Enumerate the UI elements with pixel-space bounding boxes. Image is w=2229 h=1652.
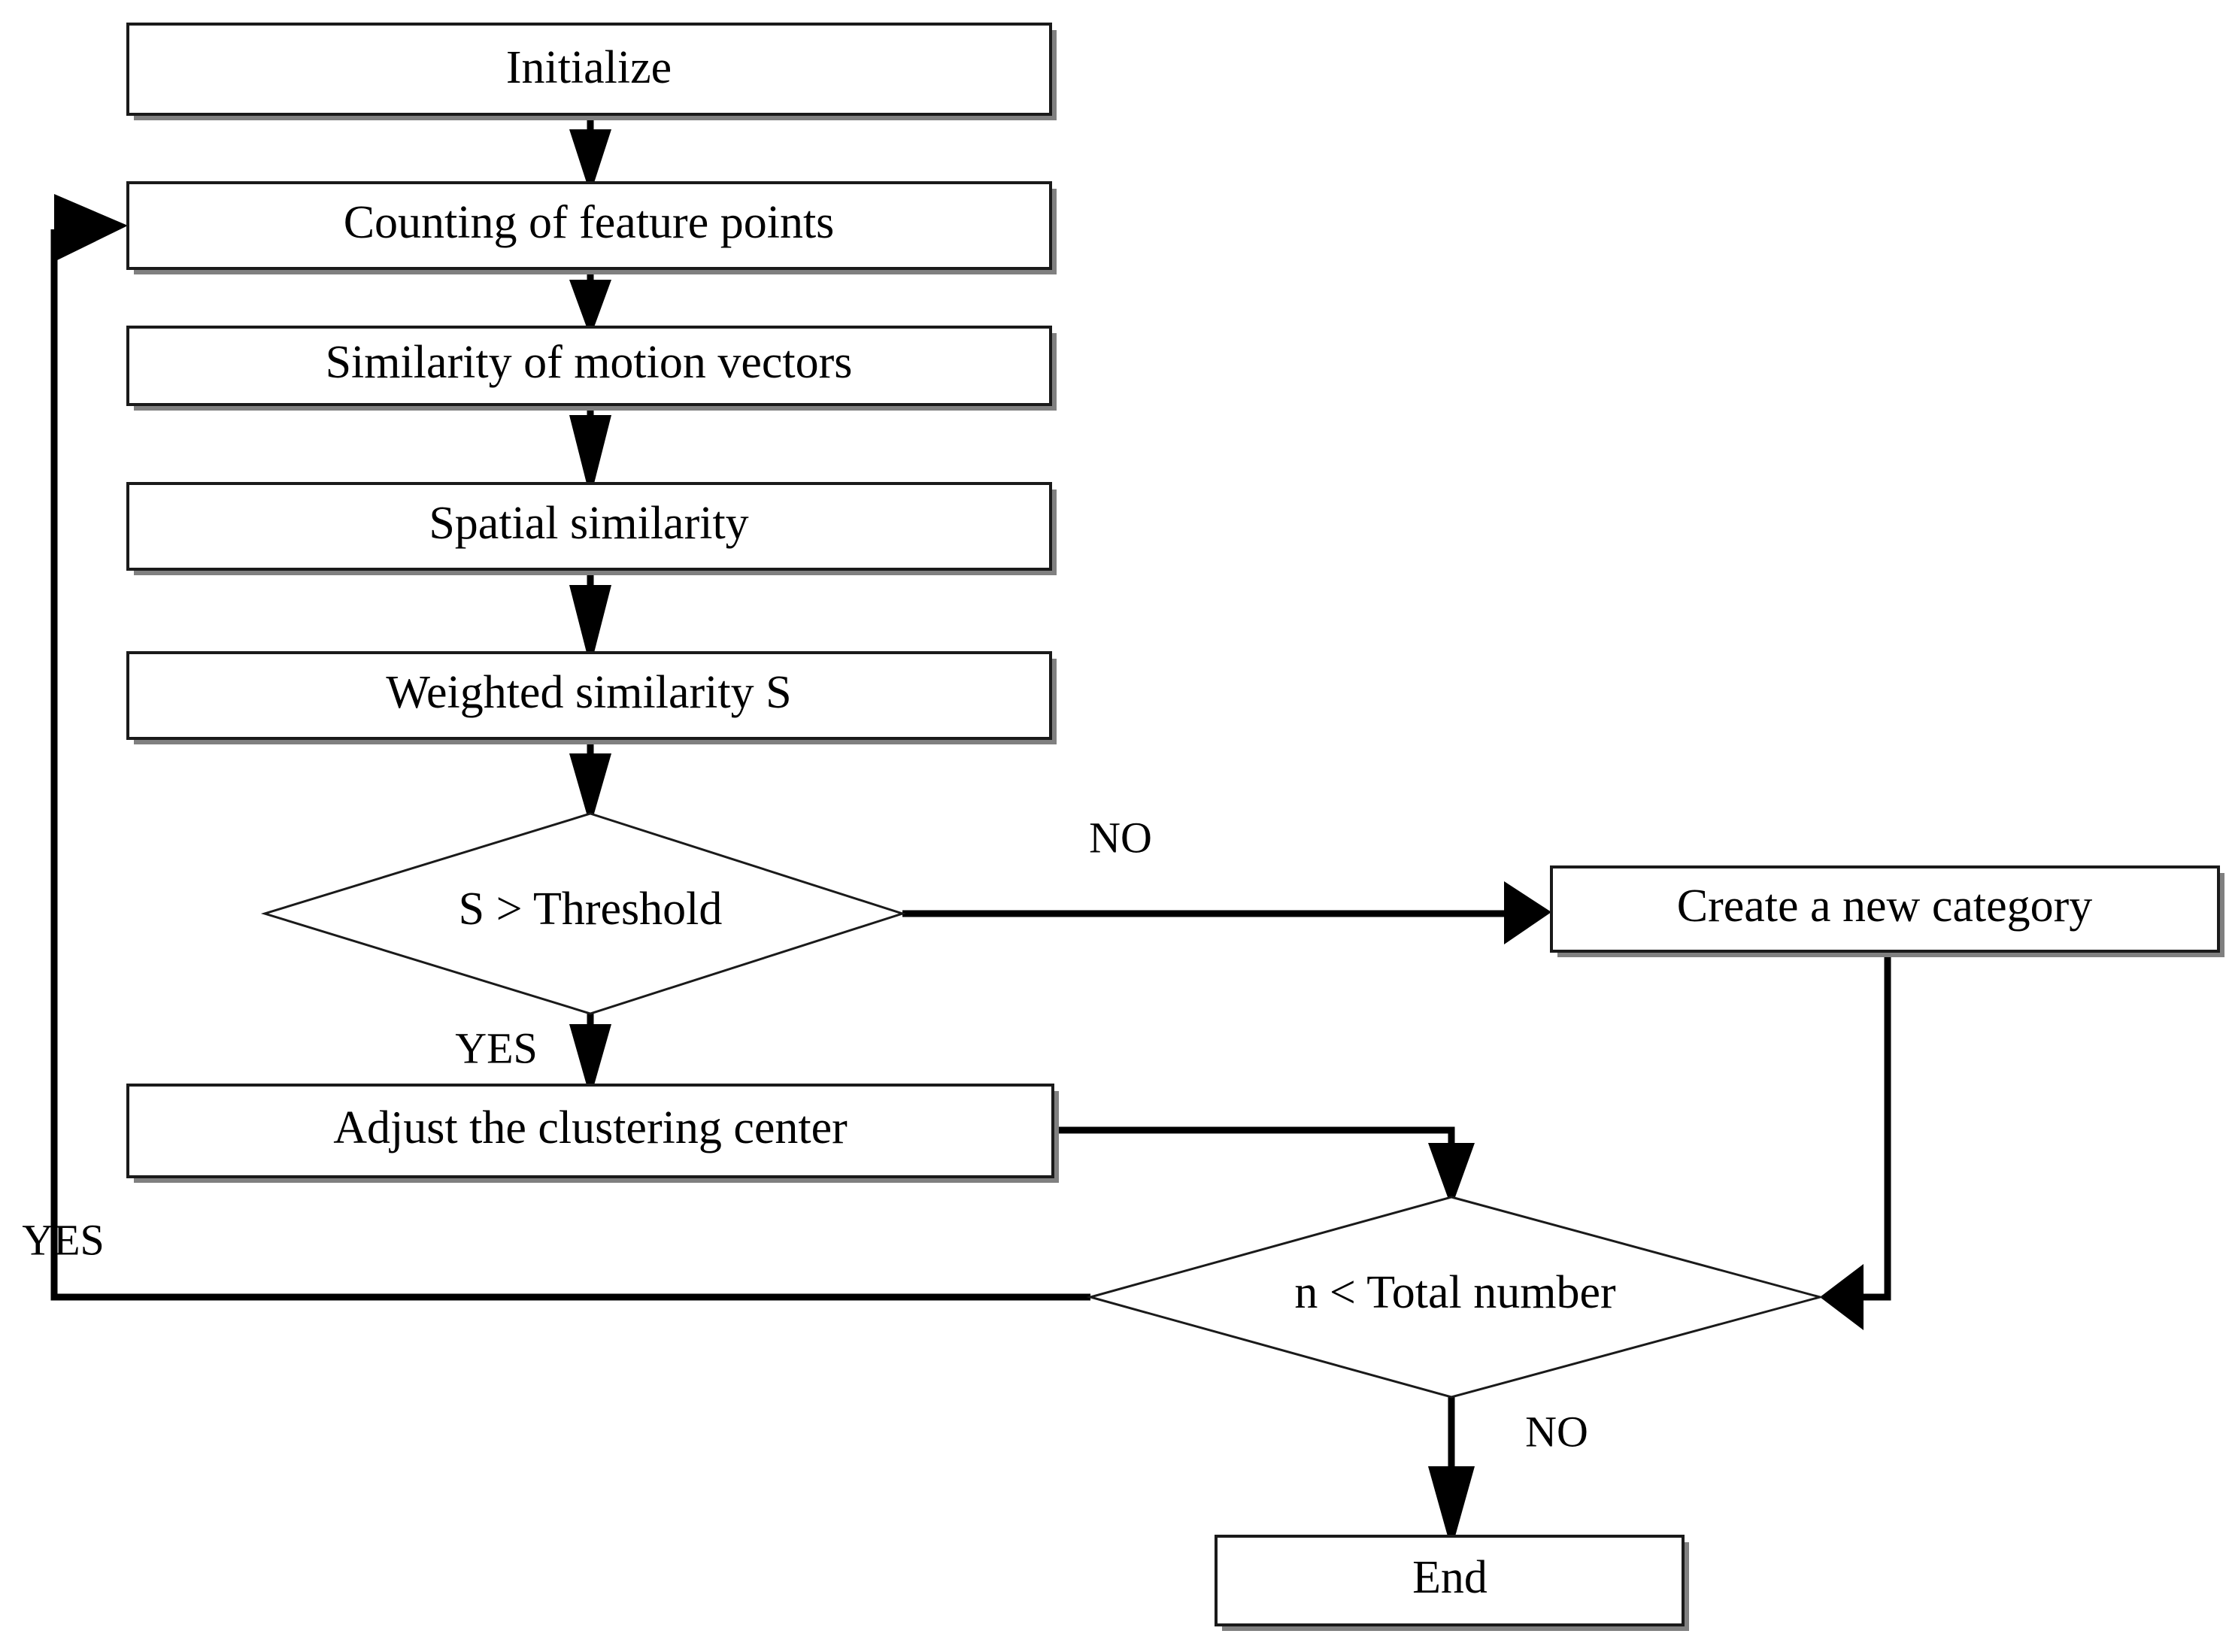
- node-counting[interactable]: Counting of feature points: [126, 181, 1057, 274]
- node-new-category[interactable]: Create a new category: [1550, 865, 2224, 957]
- node-spatial[interactable]: Spatial similarity: [126, 482, 1057, 575]
- edge-total-number-yes-to-counting: [50, 194, 1090, 1301]
- node-label-spatial: Spatial similarity: [429, 498, 748, 549]
- edge-label-threshold-no: NO: [1089, 813, 1152, 862]
- node-label-end: End: [1412, 1552, 1488, 1603]
- node-label-weighted: Weighted similarity S: [386, 667, 791, 718]
- edge-label-threshold-yes: YES: [455, 1023, 538, 1072]
- edge-weighted-to-threshold: [569, 744, 611, 814]
- node-label-threshold: S > Threshold: [459, 884, 723, 935]
- edge-threshold-no-to-new-category: [902, 881, 1551, 944]
- edge-spatial-to-weighted: [569, 575, 611, 653]
- edge-similarity-to-spatial: [569, 405, 611, 483]
- edge-label-total-no: NO: [1525, 1407, 1588, 1456]
- node-label-similarity: Similarity of motion vectors: [326, 337, 853, 388]
- node-weighted[interactable]: Weighted similarity S: [126, 651, 1057, 744]
- edge-total-number-no-to-end: [1428, 1397, 1475, 1536]
- node-total-number[interactable]: n < Total number: [1086, 1196, 1824, 1399]
- node-label-counting: Counting of feature points: [344, 197, 835, 248]
- node-end[interactable]: End: [1215, 1535, 1689, 1631]
- node-threshold[interactable]: S > Threshold: [260, 812, 906, 1015]
- node-initialize[interactable]: Initialize: [126, 23, 1057, 120]
- node-adjust-center[interactable]: Adjust the clustering center: [126, 1084, 1059, 1183]
- node-label-initialize: Initialize: [506, 42, 672, 93]
- edge-new-category-to-total-number: [1820, 951, 1891, 1330]
- node-label-new-category: Create a new category: [1677, 881, 2093, 932]
- edge-counting-to-similarity: [569, 268, 611, 327]
- node-label-adjust-center: Adjust the clustering center: [333, 1102, 848, 1153]
- node-label-total-number: n < Total number: [1294, 1267, 1616, 1318]
- edge-threshold-yes-to-adjust: [569, 1014, 611, 1085]
- edge-adjust-to-total-number: [1053, 1126, 1475, 1197]
- node-similarity[interactable]: Similarity of motion vectors: [126, 326, 1057, 411]
- edge-label-total-yes: YES: [22, 1215, 105, 1264]
- edge-initialize-to-counting: [569, 114, 611, 183]
